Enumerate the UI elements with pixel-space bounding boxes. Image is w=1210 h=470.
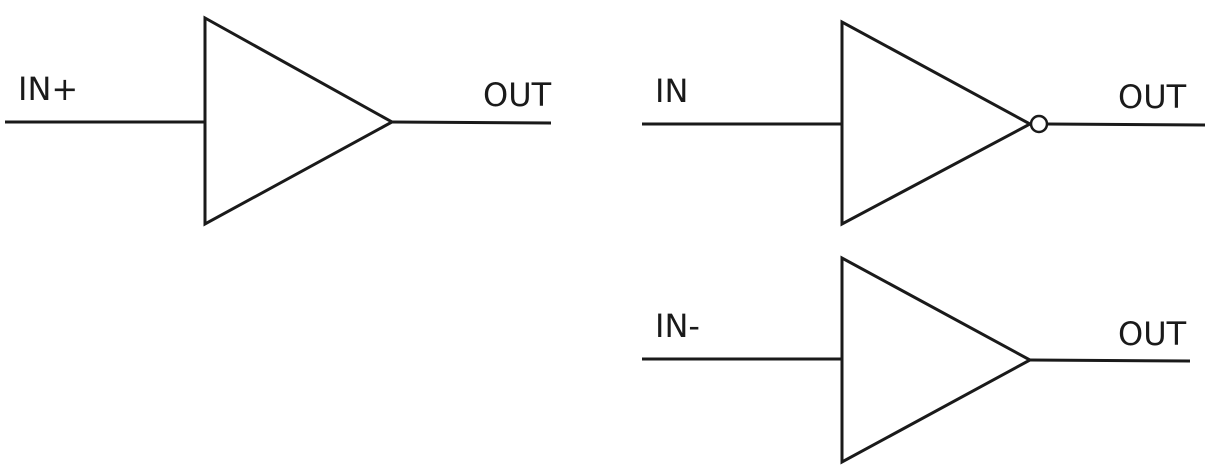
output-wire-2 <box>1046 122 1206 127</box>
output-label-3: OUT <box>1118 315 1187 353</box>
buffer-triangle-1 <box>203 15 396 227</box>
input-label-3: IN- <box>655 307 700 345</box>
input-label-2: IN <box>655 72 688 110</box>
buffer-triangle-2 <box>840 255 1034 465</box>
output-label-2: OUT <box>1118 78 1187 116</box>
buffer-gate-1: IN+ OUT <box>5 15 552 227</box>
input-label-1: IN+ <box>18 70 78 108</box>
output-wire-3 <box>1029 358 1191 363</box>
inverter-gate: IN OUT <box>642 19 1206 227</box>
inversion-bubble <box>1029 114 1049 134</box>
buffer-gate-2: IN- OUT <box>642 255 1191 465</box>
output-wire-1 <box>391 120 552 125</box>
output-label-1: OUT <box>483 76 552 114</box>
inverter-triangle <box>840 19 1034 227</box>
